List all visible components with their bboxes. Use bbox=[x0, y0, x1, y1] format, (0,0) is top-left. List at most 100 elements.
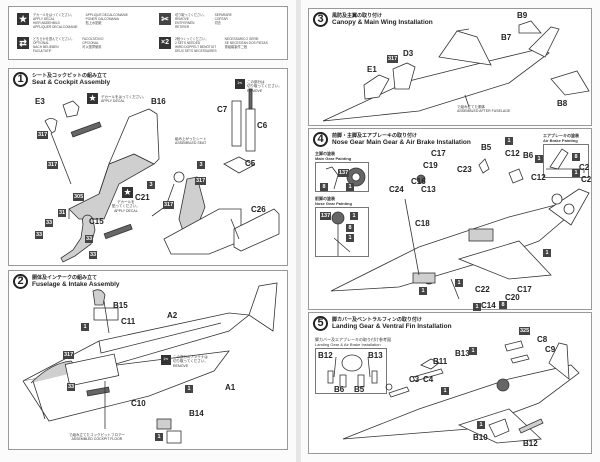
step-2-panel: 2 胴体及インテークの組み立て Fuselage & Intake Assemb… bbox=[8, 270, 288, 450]
color-chip: 137 bbox=[320, 212, 332, 220]
page-gutter bbox=[296, 0, 301, 462]
landing-gear-reference-box: B12 B13 B6 B5 bbox=[315, 348, 387, 394]
step-title-en: Fuselage & Intake Assembly bbox=[32, 280, 120, 288]
color-chip: 317 bbox=[387, 55, 399, 63]
assembled-cockpit-floor bbox=[64, 353, 120, 387]
color-chip: 1 bbox=[543, 249, 551, 257]
part-label-c12-2: C12 bbox=[531, 173, 546, 182]
part-label-c23: C23 bbox=[457, 165, 472, 174]
part-label-c17: C17 bbox=[431, 149, 446, 158]
cockpit-assembly-drawing bbox=[44, 88, 280, 263]
step-title-jp: 脚カバー及ベントラルフィンの取り付け bbox=[332, 316, 422, 323]
part-label-c19: C19 bbox=[423, 161, 438, 170]
step-2-header: 2 胴体及インテークの組み立て Fuselage & Intake Assemb… bbox=[13, 274, 120, 289]
color-chip: 8 bbox=[572, 153, 580, 161]
color-chip: 1 bbox=[473, 303, 481, 311]
part-c7 bbox=[231, 100, 242, 147]
legend-two-sets-text-2: NECESSARIO 2 SERIE SE NECESITAN DOS PIEZ… bbox=[224, 37, 268, 49]
part-label-c5: C5 bbox=[245, 159, 256, 168]
legend-two-sets: ×2 2個つくってください。 2 SETS NEEDED WIRD DOPPEL… bbox=[159, 37, 268, 53]
optional-icon: ⇄ bbox=[17, 37, 29, 49]
step-5-header: 5 脚カバー及ベントラルフィンの取り付け Landing Gear & Vent… bbox=[313, 316, 452, 331]
part-label-b11: B11 bbox=[433, 357, 448, 366]
color-chip: 33 bbox=[89, 251, 98, 259]
part-label-b13: B13 bbox=[368, 351, 383, 360]
wing bbox=[457, 240, 552, 280]
part-label-c9: C9 bbox=[545, 345, 556, 354]
part-label-b5: B5 bbox=[481, 143, 492, 152]
part-c26 bbox=[233, 208, 280, 252]
fuselage bbox=[342, 364, 580, 440]
color-chip: 305 bbox=[73, 193, 85, 201]
part-label-c13: C13 bbox=[421, 185, 436, 194]
part-b12-fin bbox=[518, 418, 544, 434]
apply-decal-note-2: デカールを 貼ってください。 APPLY DECAL bbox=[112, 200, 140, 213]
step-title-en: Canopy & Main Wing Installation bbox=[332, 18, 433, 26]
color-chip: 1 bbox=[572, 169, 580, 177]
canopy-wing-drawing bbox=[322, 20, 590, 122]
part-b10 bbox=[488, 418, 510, 438]
vertical-tail bbox=[528, 26, 560, 58]
assembled-seat-note: 組み上がったシート ASSEMBLED SEAT bbox=[175, 137, 207, 146]
part-label-c8: C8 bbox=[537, 335, 548, 344]
part-label-c26: C26 bbox=[251, 205, 266, 214]
part-label-b12: B12 bbox=[318, 351, 333, 360]
color-chip: 8 bbox=[499, 301, 507, 309]
step-title-en: Nose Gear Main Gear & Air Brake Installa… bbox=[332, 138, 471, 146]
step-number: 1 bbox=[13, 72, 28, 87]
part-c10 bbox=[156, 418, 172, 430]
canopy-d3 bbox=[392, 62, 416, 90]
step-title-en: Landing Gear & Ventral Fin Installation bbox=[332, 322, 452, 330]
part-c6 bbox=[245, 108, 256, 152]
part-label-c6: C6 bbox=[257, 121, 268, 130]
color-chip: 1 bbox=[419, 287, 427, 295]
legend-apply-decal-text: デカールをはってください。 APPLY DECAL HIER ABZIEHBIL… bbox=[33, 13, 78, 29]
vertical-tail bbox=[548, 342, 570, 380]
cockpit-floor-c26-side bbox=[163, 208, 242, 255]
cockpit-floor-note: で組み立てたコックピットフロアー ASSEMBLED COCKPIT FLOOR bbox=[69, 433, 125, 442]
part-label-b13-2: B13 bbox=[455, 349, 470, 358]
step-title-jp: 風防及主翼の取り付け bbox=[332, 12, 383, 19]
fuselage-assembly-drawing bbox=[22, 282, 278, 444]
part-label-c12: C12 bbox=[505, 149, 520, 158]
step-3-header: 3 風防及主翼の取り付け Canopy & Main Wing Installa… bbox=[313, 12, 433, 27]
part-b13 bbox=[420, 358, 440, 370]
main-wing bbox=[438, 30, 492, 66]
landing-gear-drawing bbox=[330, 158, 590, 300]
main-gear-painting-box: 137 8 1 bbox=[315, 162, 369, 192]
color-chip: 31 bbox=[58, 209, 67, 217]
apply-decal-star-icon: ★ bbox=[87, 93, 98, 104]
part-label-b12-2: B12 bbox=[523, 439, 538, 448]
part-label-c11: C11 bbox=[121, 317, 136, 326]
part-label-c2: C2 bbox=[579, 163, 590, 172]
nose-gear-painting-box: 137 1 8 1 bbox=[315, 207, 369, 257]
color-chip: 1 bbox=[346, 234, 354, 242]
remove-antenna-note: この部分のアンテナは 切り取ってください。 REMOVE bbox=[173, 355, 208, 368]
remove-icon: ✂ bbox=[161, 355, 171, 365]
legend-remove-text: 切り取ってください。 REMOVE ENTFERNEN RETIRER bbox=[175, 13, 207, 29]
after-fuselage-note: で組み立てた胴体 ASSEMBLED AFTER FUSELAGE bbox=[457, 105, 511, 114]
cockpit-rear-bulkhead bbox=[108, 108, 160, 165]
part-label-d3: D3 bbox=[403, 49, 414, 58]
part-label-b9: B9 bbox=[517, 11, 528, 20]
symbol-legend: ★ デカールをはってください。 APPLY DECAL HIER ABZIEHB… bbox=[8, 6, 288, 60]
color-chip: 1 bbox=[441, 387, 449, 395]
part-b8 bbox=[550, 70, 590, 96]
part-b14 bbox=[166, 430, 182, 444]
step-number: 3 bbox=[313, 12, 328, 27]
part-c8 bbox=[504, 340, 524, 352]
part-label-c3: C3 bbox=[409, 375, 420, 384]
part-label-e3: E3 bbox=[35, 97, 45, 106]
part-label-b10: B10 bbox=[473, 433, 488, 442]
part-b9 bbox=[518, 20, 542, 34]
color-chip: 1 bbox=[155, 433, 163, 441]
step-4-header: 4 前脚・主脚及エアブレーキの取り付け Nose Gear Main Gear … bbox=[313, 132, 471, 147]
canopy-e1 bbox=[363, 74, 390, 100]
color-chip: 1 bbox=[455, 279, 463, 287]
step-title-en: Seat & Cockpit Assembly bbox=[32, 78, 111, 86]
part-label-b14: B14 bbox=[189, 409, 204, 418]
part-label-c18: C18 bbox=[415, 219, 430, 228]
color-chip: 8 bbox=[320, 183, 328, 191]
color-chip: 33 bbox=[35, 231, 44, 239]
legend-apply-decal-text-2: APPLIQUE DECALCOMANIE PONER CALCOMANIA 貼… bbox=[85, 13, 128, 25]
